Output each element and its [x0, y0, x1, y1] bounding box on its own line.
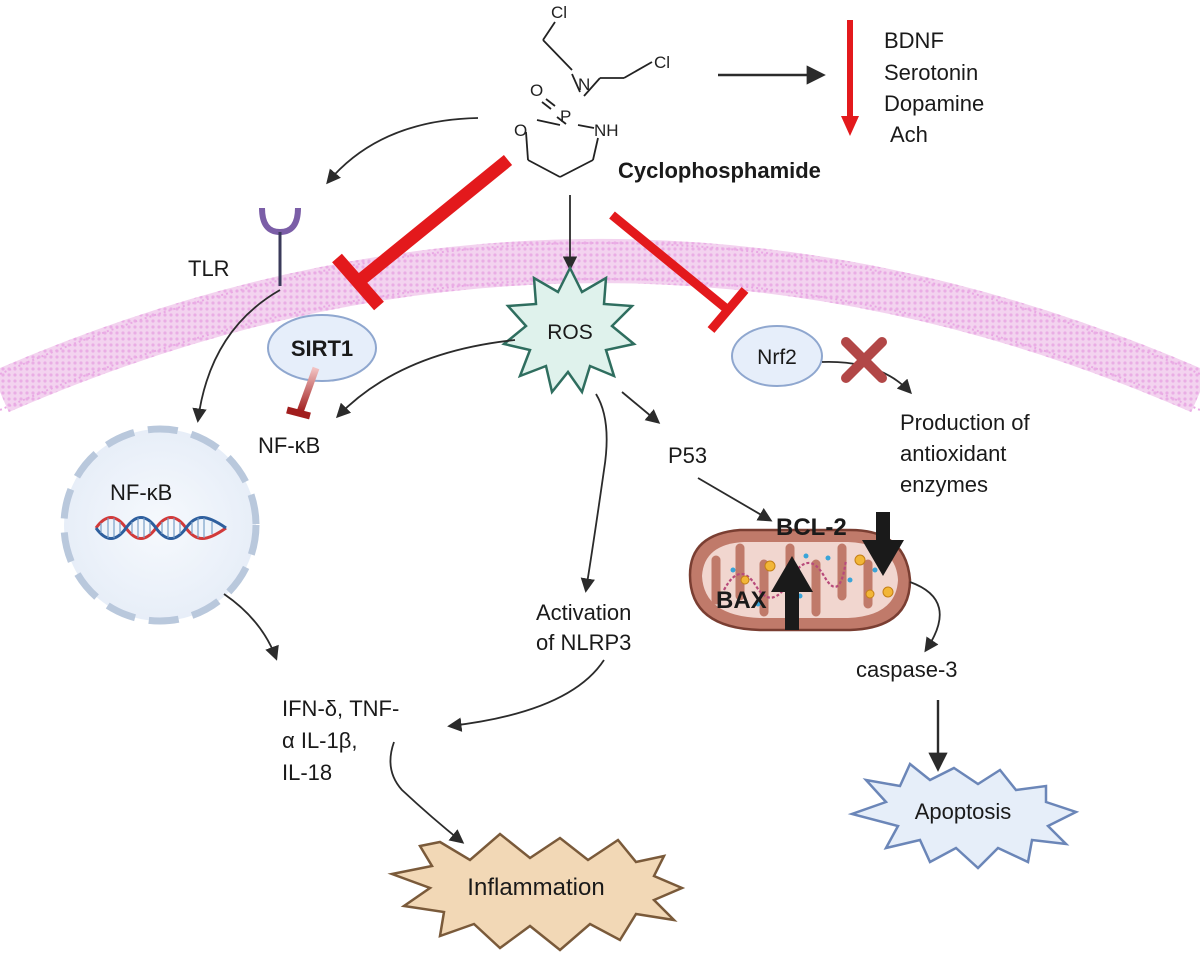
ros-burst [501, 265, 637, 395]
caspase3-label: caspase-3 [856, 657, 958, 682]
dna-icon [94, 516, 227, 540]
bax-up-arrow [771, 556, 813, 630]
arrow-tlr-to-nucleus [192, 289, 281, 423]
cell-membrane [0, 239, 1200, 413]
arrow-ros-to-p53 [621, 391, 661, 424]
antioxidant-line-3: enzymes [900, 472, 988, 497]
chem-nh: NH [594, 121, 619, 140]
apoptosis-burst [847, 762, 1080, 870]
bcl2-label: BCL-2 [776, 514, 847, 541]
sirt1-label: SIRT1 [291, 336, 353, 361]
chem-cl-1: Cl [551, 3, 567, 22]
blocked-x-icon [841, 337, 887, 383]
nlrp3-line-2: of NLRP3 [536, 630, 631, 655]
arrow-ros-to-nlrp3 [580, 393, 608, 593]
arrow-ros-to-nfkb [335, 339, 516, 419]
cytokines-line-2: α IL-1β, [282, 728, 358, 753]
inflammation-burst [387, 832, 686, 952]
chem-p: P [560, 107, 571, 126]
chem-n: N [578, 75, 590, 94]
inhibit-sirt1 [332, 154, 513, 311]
arrow-drug-to-tlr [326, 117, 479, 185]
nlrp3-line-1: Activation [536, 600, 631, 625]
sirt1-node [267, 314, 377, 382]
inhibit-nrf2 [609, 211, 749, 333]
antioxidant-line-2: antioxidant [900, 441, 1006, 466]
nfkb-cyto-label: NF-κB [258, 433, 320, 458]
chem-o-double: O [530, 81, 543, 100]
neurotransmitter-dopamine: Dopamine [884, 91, 984, 116]
inflammation-label: Inflammation [467, 874, 604, 901]
antioxidant-line-1: Production of [900, 410, 1031, 435]
bcl2-down-arrow [862, 512, 904, 576]
chem-o-ring: O [514, 121, 527, 140]
cytokines-line-3: IL-18 [282, 760, 332, 785]
bax-label: BAX [716, 587, 767, 614]
arrow-p53-to-mitochondria [697, 477, 773, 522]
chem-cl-2: Cl [654, 53, 670, 72]
nrf2-label: Nrf2 [757, 346, 797, 369]
nrf2-node [731, 325, 823, 387]
nfkb-nucleus-label: NF-κB [110, 480, 172, 505]
ros-label: ROS [547, 321, 593, 344]
cyclophosphamide-structure [525, 21, 653, 178]
tlr-label: TLR [188, 256, 230, 281]
arrow-mito-to-caspase3 [909, 581, 941, 653]
arrow-nlrp3-to-cytokines [447, 659, 605, 732]
arrow-nucleus-to-cytokines [223, 593, 279, 661]
sirt1-inhibit-nfkb [286, 366, 320, 420]
apoptosis-label: Apoptosis [915, 799, 1012, 824]
arrow-cytokines-to-inflammation [389, 741, 465, 844]
neurotransmitter-bdnf: BDNF [884, 28, 944, 53]
neurotransmitter-ach: Ach [890, 122, 928, 147]
tlr-receptor-icon [259, 207, 301, 286]
drug-name-label: Cyclophosphamide [618, 158, 821, 183]
cytokines-line-1: IFN-δ, TNF- [282, 696, 399, 721]
decrease-arrow [841, 20, 859, 136]
neurotransmitter-serotonin: Serotonin [884, 60, 978, 85]
p53-label: P53 [668, 443, 707, 468]
